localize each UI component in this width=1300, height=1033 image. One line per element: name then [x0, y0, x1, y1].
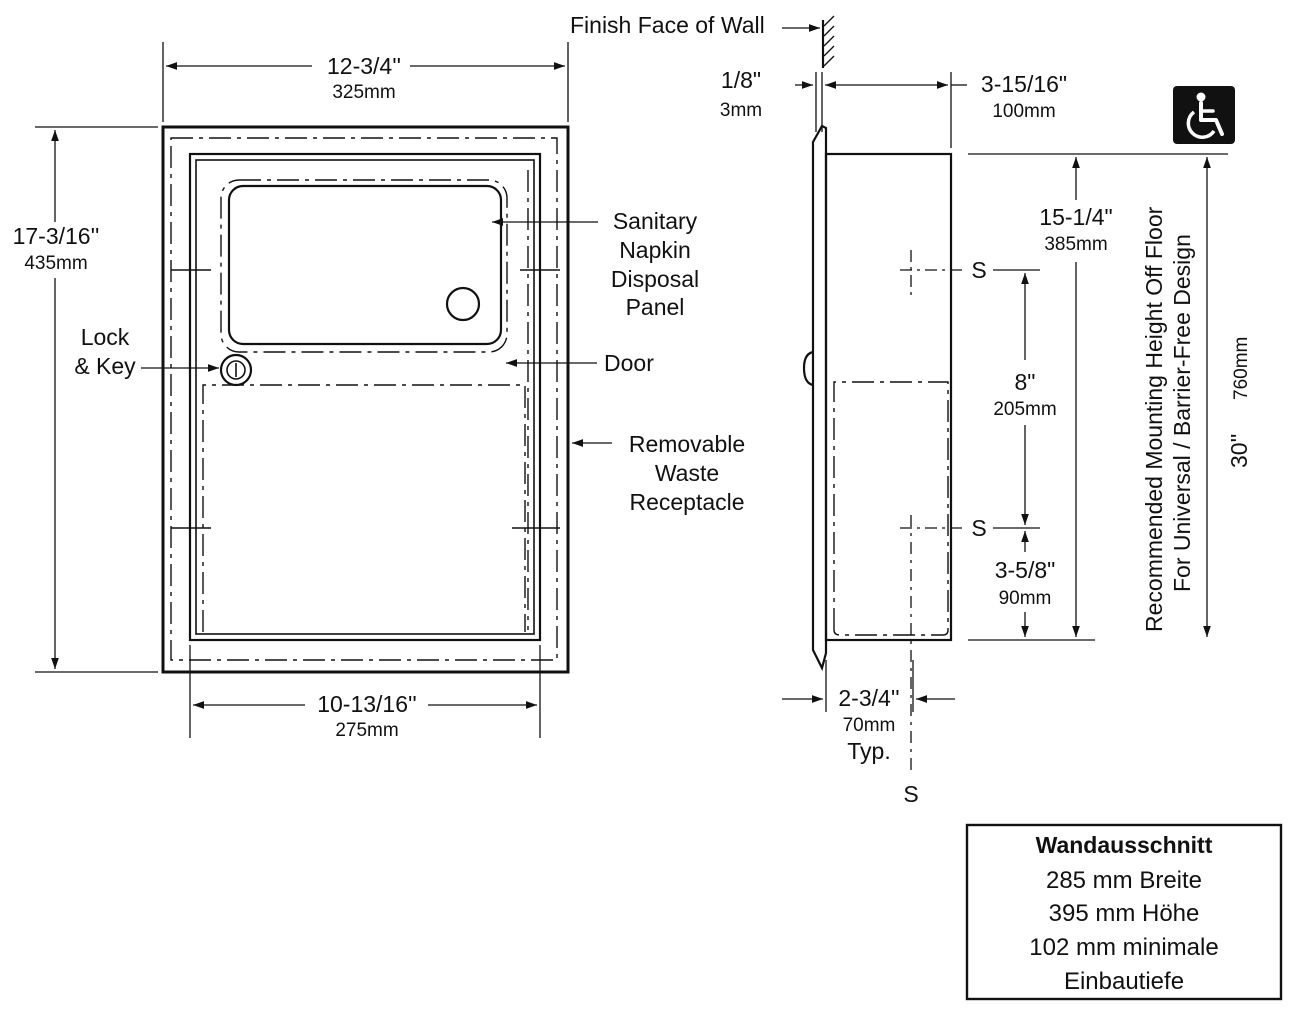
door-inner-edge [195, 159, 535, 635]
side-width-note: Typ. [847, 738, 890, 764]
side-width-mm: 70mm [843, 715, 896, 736]
mounting-note-2: For Universal / Barrier-Free Design [1169, 234, 1195, 592]
side-cabinet [824, 152, 953, 642]
panel-knob [445, 286, 481, 322]
callout-lock-2: & Key [74, 353, 136, 379]
front-view: 12-3/4'' 325mm 17-3/16'' 435mm 10-13/16'… [13, 42, 745, 741]
cutout-depth: 102 mm minimale [1029, 934, 1218, 961]
depth-dim: 3-15/16" [981, 71, 1067, 97]
wall-cutout-box: Wandausschnitt 285 mm Breite 395 mm Höhe… [965, 823, 1283, 1001]
callout-sanitary-3: Disposal [611, 266, 699, 292]
mounting-height-mm: 760mm [1231, 337, 1252, 400]
bottom-to-s-dim: 3-5/8" [995, 557, 1056, 583]
bottom-to-s-mm: 90mm [999, 588, 1052, 609]
side-flange [811, 124, 828, 672]
callout-receptacle-1: Removable [629, 431, 745, 457]
finish-face-label: Finish Face of Wall [570, 12, 765, 38]
s-label-top: S [971, 257, 986, 283]
callout-sanitary-1: Sanitary [613, 208, 698, 234]
wheelchair-icon [1173, 86, 1235, 144]
s-spacing-dim: 8" [1015, 369, 1036, 395]
callout-door: Door [604, 350, 654, 376]
callout-receptacle-2: Waste [655, 460, 719, 486]
mounting-height-dim: 30'' [1226, 434, 1252, 468]
overall-width-dim: 12-3/4'' [327, 53, 401, 79]
sanitary-panel-outline [220, 179, 508, 353]
overall-width-mm: 325mm [332, 82, 395, 103]
callout-sanitary-2: Napkin [619, 237, 691, 263]
cutout-depth-2: Einbautiefe [1064, 968, 1184, 995]
outer-flange [161, 125, 570, 674]
top-to-s-mm: 385mm [1044, 234, 1107, 255]
wall-opening-line [170, 137, 558, 661]
side-width-dim: 2-3/4'' [838, 685, 899, 711]
wall-hatch [823, 15, 835, 67]
sanitary-panel [227, 184, 503, 346]
waste-receptacle-outline [202, 384, 526, 632]
callout-lock-1: Lock [81, 324, 130, 350]
top-to-s-dim: 15-1/4" [1039, 204, 1112, 230]
depth-mm: 100mm [992, 101, 1055, 122]
s-label-bottom: S [971, 515, 986, 541]
callout-sanitary-4: Panel [626, 294, 685, 320]
flange-dim: 1/8" [721, 67, 761, 93]
inner-width-mm: 275mm [335, 720, 398, 741]
cutout-height: 395 mm Höhe [1049, 900, 1200, 927]
door-frame [188, 152, 542, 642]
side-receptacle-outline [833, 381, 949, 636]
cutout-title: Wandausschnitt [1036, 832, 1213, 858]
inner-width-dim: 10-13/16'' [317, 691, 417, 717]
side-view: Finish Face of Wall 1/8" 3mm 3-15/16" 10… [570, 12, 1252, 807]
s-spacing-mm: 205mm [993, 399, 1056, 420]
s-label-section: S [903, 781, 918, 807]
flange-mm: 3mm [720, 100, 762, 121]
callout-receptacle-3: Receptacle [629, 489, 744, 515]
cutout-width: 285 mm Breite [1046, 867, 1202, 894]
mounting-note-1: Recommended Mounting Height Off Floor [1141, 206, 1167, 632]
overall-height-mm: 435mm [24, 253, 87, 274]
overall-height-dim: 17-3/16'' [13, 223, 100, 249]
side-lock [802, 350, 814, 387]
